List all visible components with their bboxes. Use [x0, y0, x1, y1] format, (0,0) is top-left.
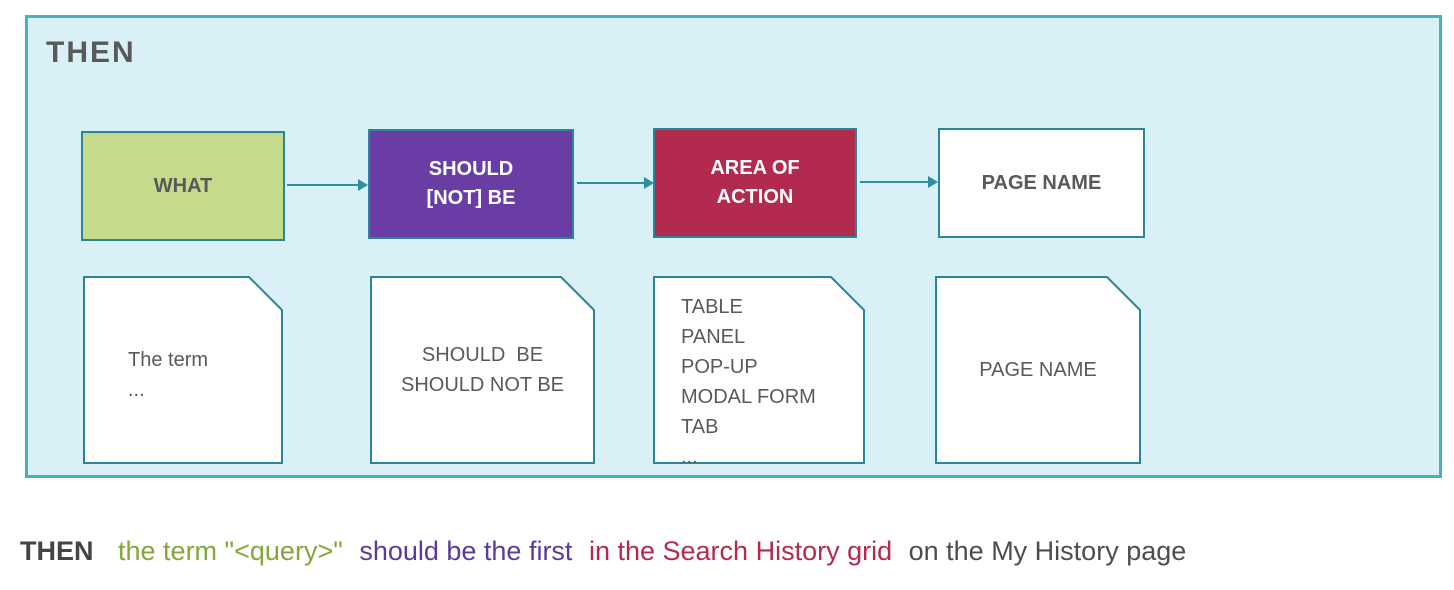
- example-sentence: THEN the term "<query>" should be the fi…: [20, 536, 1186, 567]
- sentence-should-part: should be the first: [359, 536, 573, 566]
- note-line: PANEL: [681, 326, 746, 348]
- then-panel: THEN WHAT SHOULD [NOT] BE AREA OF ACTION…: [25, 15, 1442, 478]
- note-line: MODAL FORM: [681, 386, 816, 408]
- flow-box-should-not-be: SHOULD [NOT] BE: [368, 129, 574, 239]
- sentence-keyword-then: THEN: [20, 536, 94, 566]
- flow-box-label: PAGE NAME: [981, 171, 1102, 194]
- note-line: POP-UP: [681, 356, 758, 378]
- note-line: The term: [128, 349, 209, 371]
- connector-arrow-1: [287, 179, 368, 191]
- folded-note-shape: [935, 276, 1141, 464]
- note-line: SHOULD BE: [421, 344, 544, 366]
- flow-box-what: WHAT: [81, 131, 285, 241]
- note-what: The term ...: [83, 276, 283, 464]
- flow-box-area-of-action: AREA OF ACTION: [653, 128, 857, 238]
- connector-arrow-2: [577, 177, 654, 189]
- note-line: ...: [681, 446, 698, 468]
- folded-note-shape: [83, 276, 283, 464]
- note-should-be: SHOULD BE SHOULD NOT BE: [370, 276, 595, 464]
- note-area-of-action: TABLE PANEL POP-UP MODAL FORM TAB ...: [653, 276, 865, 468]
- flow-box-label: ACTION: [716, 186, 794, 208]
- note-line: ...: [128, 379, 145, 401]
- flow-box-label: SHOULD: [428, 158, 514, 180]
- note-line: TABLE: [681, 296, 743, 318]
- note-line: TAB: [681, 416, 719, 438]
- flow-box-label: WHAT: [153, 174, 213, 197]
- sentence-area-part: in the Search History grid: [588, 536, 893, 566]
- sentence-page-part: on the My History page: [908, 536, 1187, 566]
- folded-note-shape: [653, 276, 865, 464]
- note-line: SHOULD NOT BE: [401, 374, 564, 396]
- note-page-name: PAGE NAME: [935, 276, 1141, 464]
- folded-note-shape: [370, 276, 595, 464]
- note-line: PAGE NAME: [979, 359, 1097, 381]
- sentence-what-part: the term "<query>": [118, 536, 343, 566]
- flow-box-label: [NOT] BE: [426, 187, 516, 209]
- flow-box-label: AREA OF: [710, 157, 800, 179]
- connector-arrow-3: [860, 176, 938, 188]
- panel-title: THEN: [46, 36, 136, 69]
- flow-box-page-name: PAGE NAME: [938, 128, 1145, 238]
